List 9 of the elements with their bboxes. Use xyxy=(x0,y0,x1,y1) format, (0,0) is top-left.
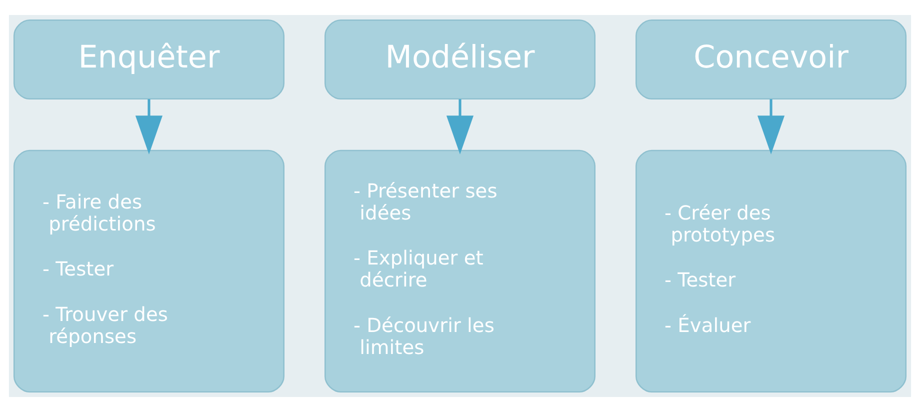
arrow xyxy=(446,99,474,154)
node-box: - Présenter ses idées - Expliquer et décrire - Découvrir les limites xyxy=(324,150,596,392)
node-box: - Faire des prédictions - Tester - Trouver des réponses xyxy=(13,150,284,392)
node-box: Concevoir xyxy=(636,20,907,100)
node-box: Enquêter xyxy=(13,20,284,100)
arrow xyxy=(135,99,163,154)
arrow xyxy=(757,99,785,154)
node-box: Modéliser xyxy=(324,20,596,100)
node-box: - Créer des prototypes - Tester - Évaluer xyxy=(636,150,907,392)
